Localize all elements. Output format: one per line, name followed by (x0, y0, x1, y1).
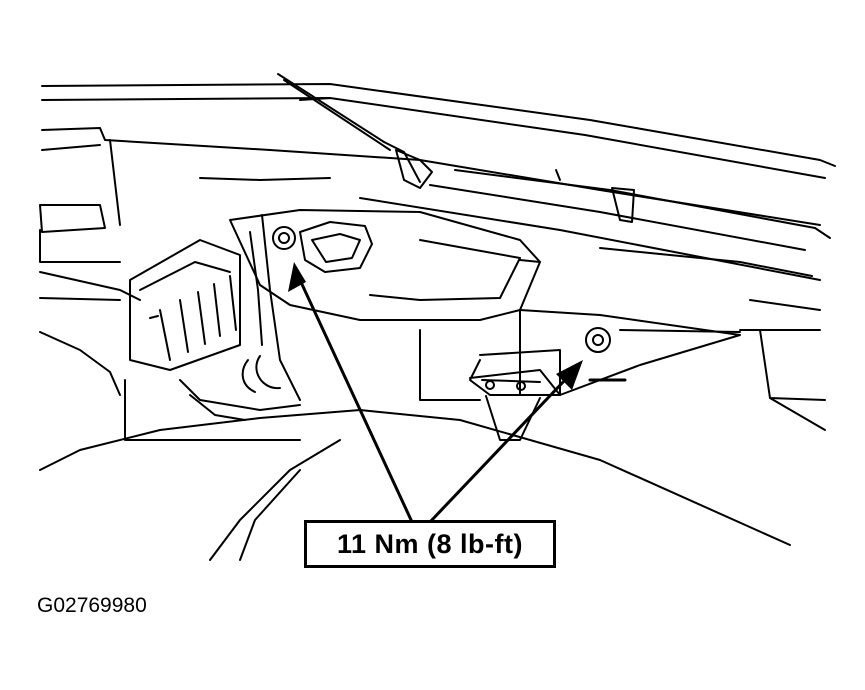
relay-box (39, 204, 241, 371)
cowl-clip (555, 169, 635, 223)
arrow-head-bracket (556, 360, 583, 390)
lower-panel (39, 271, 826, 561)
wiper-arm (277, 73, 433, 189)
fluid-reservoir (229, 209, 541, 321)
arrow-head-upper (288, 262, 306, 292)
figure-id: G02769980 (37, 594, 147, 617)
cowl-panel (41, 83, 836, 311)
upper-bolt (249, 214, 301, 401)
leader-arrows (288, 262, 583, 524)
torque-callout: 11 Nm (8 lb-ft) (304, 520, 556, 568)
bracket-bolt (585, 327, 627, 382)
